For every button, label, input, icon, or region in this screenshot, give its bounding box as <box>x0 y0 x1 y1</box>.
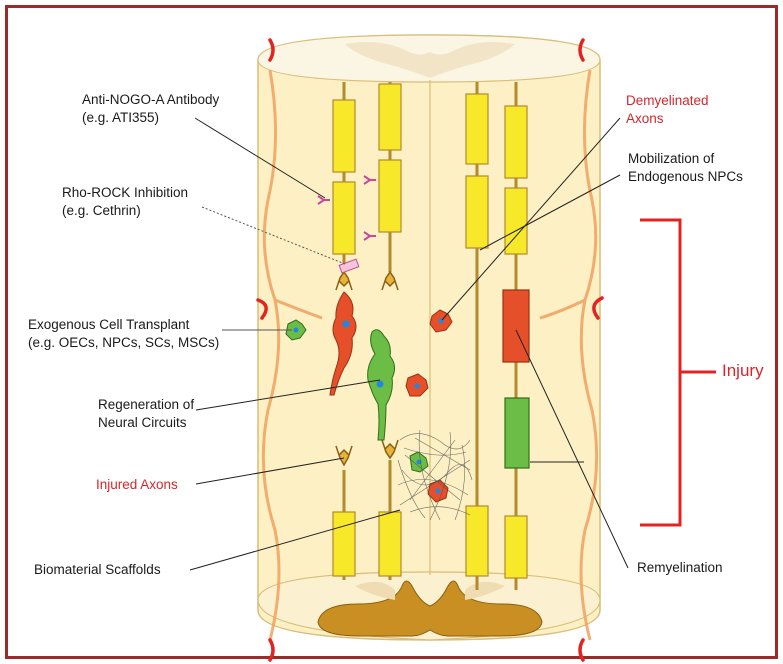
label-biomaterial: Biomaterial Scaffolds <box>34 561 161 579</box>
label-anti-nogo: Anti-NOGO-A Antibody (e.g. ATI355) <box>82 91 219 127</box>
demyelinated-line-1: Demyelinated <box>626 92 709 110</box>
label-injury: Injury <box>722 362 764 380</box>
myelin-segment <box>333 100 355 172</box>
mobilization-line-2: Endogenous NPCs <box>628 168 743 186</box>
rho-rock-title: Rho-ROCK Inhibition <box>62 184 188 202</box>
demyelinated-line-2: Axons <box>626 110 709 128</box>
remyelinated-green-segment <box>505 398 529 468</box>
rho-rock-example: (e.g. Cethrin) <box>62 202 188 220</box>
myelin-segment <box>466 506 488 576</box>
regeneration-line-1: Regeneration of <box>98 396 194 414</box>
label-mobilization: Mobilization of Endogenous NPCs <box>628 150 743 186</box>
myelin-segment <box>505 106 527 178</box>
myelin-segment <box>333 182 355 254</box>
myelin-segment <box>505 516 527 578</box>
regeneration-line-2: Neural Circuits <box>98 414 194 432</box>
label-exogenous: Exogenous Cell Transplant (e.g. OECs, NP… <box>28 316 219 352</box>
exogenous-example: (e.g. OECs, NPCs, SCs, MSCs) <box>28 334 219 352</box>
myelin-segment <box>379 512 401 576</box>
spinal-cord <box>258 35 600 640</box>
label-rho-rock: Rho-ROCK Inhibition (e.g. Cethrin) <box>62 184 188 220</box>
exogenous-title: Exogenous Cell Transplant <box>28 316 219 334</box>
label-regeneration: Regeneration of Neural Circuits <box>98 396 194 432</box>
label-demyelinated: Demyelinated Axons <box>626 92 709 128</box>
myelin-segment <box>379 84 401 150</box>
label-remyelination: Remyelination <box>637 559 723 577</box>
label-injured-axons: Injured Axons <box>96 476 178 494</box>
myelin-segment <box>466 176 488 248</box>
remyelinated-orange-segment <box>503 290 529 362</box>
myelin-segment <box>379 160 401 232</box>
anti-nogo-example: (e.g. ATI355) <box>82 109 219 127</box>
myelin-segment <box>333 512 355 576</box>
mobilization-line-1: Mobilization of <box>628 150 743 168</box>
myelin-segment <box>466 94 488 164</box>
anti-nogo-title: Anti-NOGO-A Antibody <box>82 91 219 109</box>
